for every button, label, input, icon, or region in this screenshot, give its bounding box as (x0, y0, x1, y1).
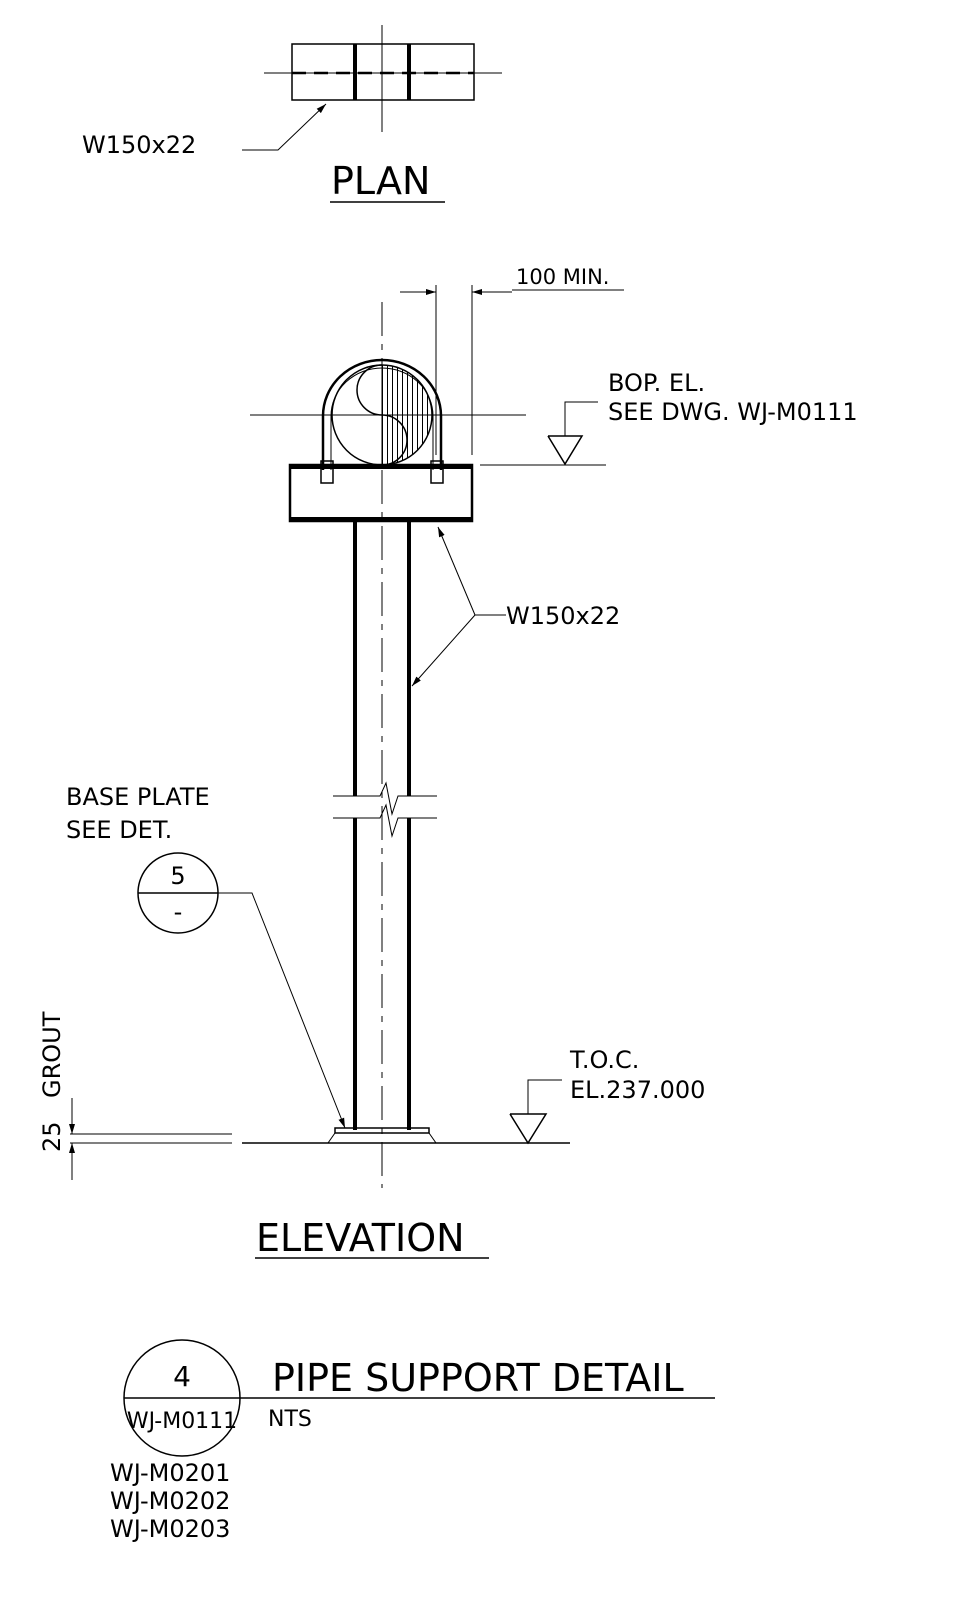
u-bolt-nut-left (320, 460, 334, 484)
toc-line2: EL.237.000 (570, 1076, 705, 1104)
elevation-view: 100 MIN. BOP. EL. SEE DWG. WJ-M0111 (38, 265, 858, 1260)
bop-line2: SEE DWG. WJ-M0111 (608, 398, 858, 426)
grout-pad (327, 1132, 437, 1144)
grout-dimension: GROUT 25 (38, 1011, 75, 1180)
elevation-member-label: W150x22 (506, 602, 620, 630)
detail-5-number: 5 (170, 862, 185, 890)
detail-reference-1: WJ-M0201 (110, 1459, 230, 1487)
pipe-section (250, 364, 526, 466)
plan-title: PLAN (331, 159, 430, 203)
bop-elevation-marker: BOP. EL. SEE DWG. WJ-M0111 (480, 369, 858, 466)
dimension-100-min: 100 MIN. (400, 265, 624, 455)
detail-sheet: WJ-M0111 (127, 1409, 237, 1434)
detail-reference-3: WJ-M0203 (110, 1515, 230, 1543)
detail-reference-2: WJ-M0202 (110, 1487, 230, 1515)
plan-member-label: W150x22 (82, 131, 196, 159)
detail-number: 4 (173, 1360, 191, 1393)
detail-5-bubble: 5 - (137, 852, 219, 934)
bop-line1: BOP. EL. (608, 369, 705, 397)
elevation-title: ELEVATION (256, 1216, 465, 1260)
plan-leader (242, 103, 327, 151)
base-plate-line2: SEE DET. (66, 816, 172, 844)
u-bolt-inner (330, 367, 434, 470)
detail-scale: NTS (268, 1407, 312, 1432)
u-bolt-outer (321, 358, 443, 470)
grout-dim: 25 (38, 1121, 66, 1152)
plan-view: W150x22 PLAN (82, 25, 502, 203)
u-bolt-nut-right (430, 460, 444, 484)
toc-line1: T.O.C. (569, 1046, 639, 1074)
detail-title-block: 4 WJ-M0111 PIPE SUPPORT DETAIL NTS WJ-M0… (110, 1339, 715, 1543)
top-beam (288, 463, 474, 523)
detail-5-sheet: - (174, 898, 183, 926)
dimension-100-min-label: 100 MIN. (516, 265, 609, 289)
column (333, 521, 437, 1130)
base-plate-line1: BASE PLATE (66, 783, 210, 811)
toc-elevation-marker: T.O.C. EL.237.000 (509, 1046, 705, 1145)
grout-label: GROUT (38, 1011, 66, 1098)
detail-title: PIPE SUPPORT DETAIL (272, 1356, 684, 1400)
